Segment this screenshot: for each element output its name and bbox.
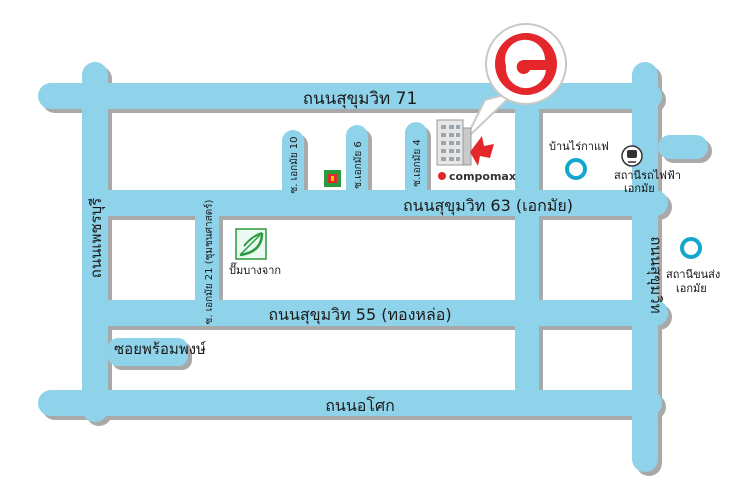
road-label-sukhumvit71: ถนนสุขุมวิท 71 (303, 89, 418, 109)
train-icon (621, 145, 643, 167)
road-label-sukhumvit55: ถนนสุขุมวิท 55 (ทองหล่อ) (268, 305, 451, 325)
bus-label-1: สถานีขนส่ง (666, 268, 720, 281)
compomax-logo-icon (438, 172, 446, 180)
gas-station-icon (235, 228, 267, 260)
building-icon (436, 119, 472, 166)
road-network (38, 62, 708, 472)
bus-terminal-marker-icon (680, 237, 702, 259)
road-label-ekkamai21: ซ. เอกมัย 21 (ชุมชนศาสตร์) (203, 199, 215, 324)
arrow-icon (470, 136, 494, 166)
bts-label-1: สถานีรถไฟฟ้า (614, 169, 681, 182)
company-label: compomax (449, 170, 516, 183)
road-label-ekkamai10: ซ. เอกมัย 10 (289, 137, 300, 194)
road-label-asoke: ถนนอโศก (325, 396, 395, 415)
coffee-label: บ้านไร่กาแฟ (549, 140, 609, 153)
bus-label-2: เอกมัย (676, 282, 707, 295)
road-label-soi-phrom-phong: ซอยพร้อมพงษ์ (114, 340, 206, 358)
road-label-phetchaburi: ถนนเพชรบุรี (87, 198, 106, 278)
shop-icon (324, 170, 341, 187)
road-label-ekkamai4: ซ.เอกมัย 4 (412, 139, 423, 186)
road-label-sukhumvit: ถนนสุขุมวิท (646, 236, 665, 313)
logo-bubble-icon (464, 23, 567, 141)
ring-marker-icon (565, 158, 587, 180)
road-label-sukhumvit63: ถนนสุขุมวิท 63 (เอกมัย) (403, 196, 573, 216)
gas-station-label: ปั๊มบางจาก (229, 262, 281, 277)
road-label-ekkamai6: ซ.เอกมัย 6 (353, 141, 364, 188)
bts-label-2: เอกมัย (624, 182, 655, 195)
